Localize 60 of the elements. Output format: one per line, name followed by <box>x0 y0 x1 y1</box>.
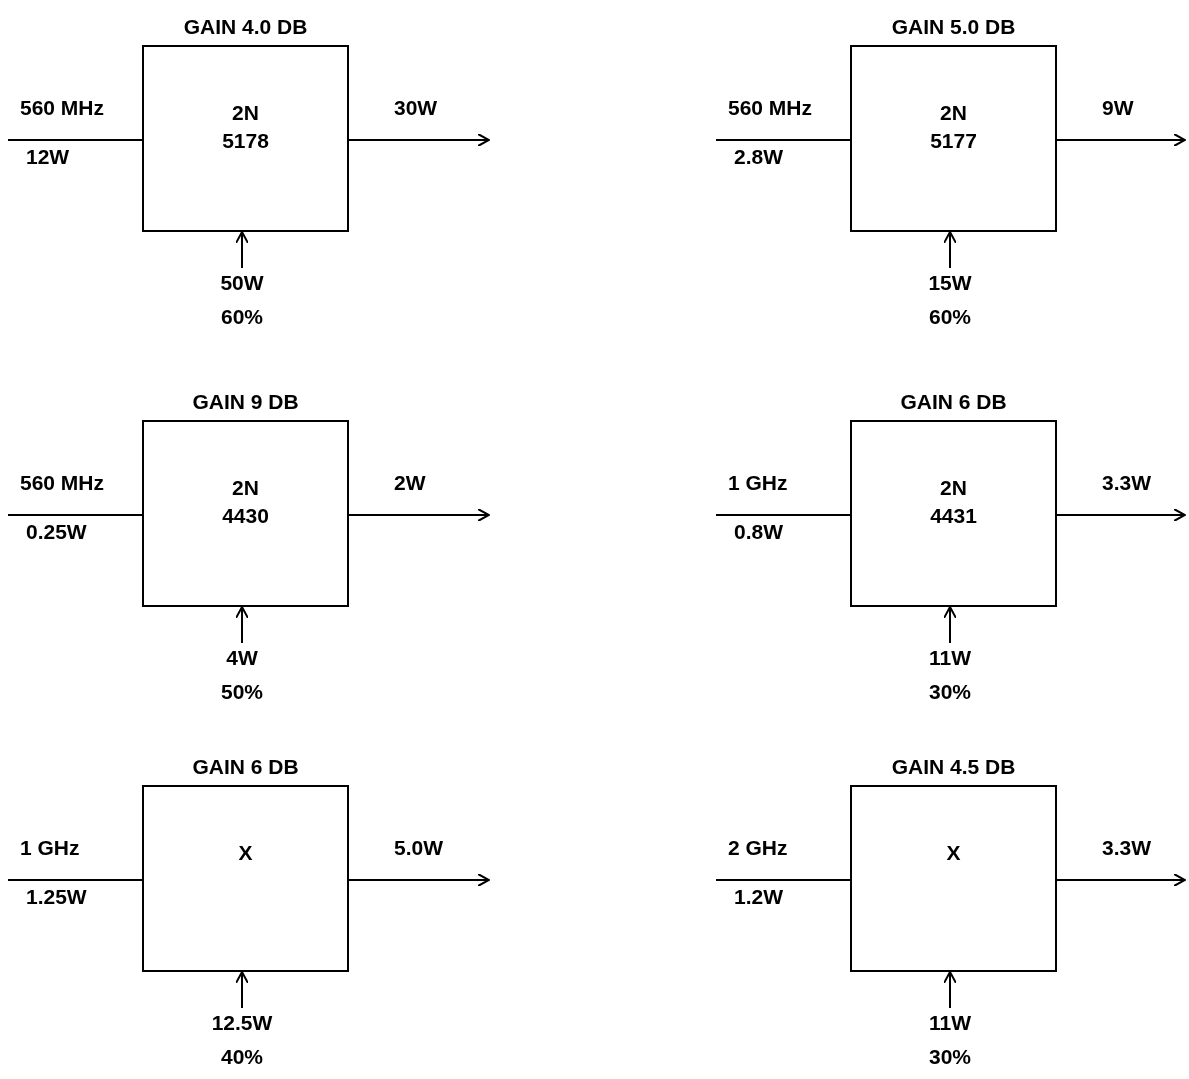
signal-label: 15W <box>928 270 972 296</box>
input-line <box>7 879 143 881</box>
signal-label: 30% <box>929 679 971 705</box>
transistor-label: 2N 5178 <box>221 100 270 154</box>
signal-label: 30W <box>394 95 438 121</box>
signal-label: 2 GHz <box>728 835 788 861</box>
gain-heading: GAIN 4.5 DB <box>890 754 1017 780</box>
arrow <box>348 508 490 522</box>
signal-label: 1 GHz <box>728 470 788 496</box>
arrow <box>1056 133 1186 147</box>
signal-label: 0.25W <box>26 519 87 545</box>
signal-label: 560 MHz <box>20 95 105 121</box>
input-line <box>7 514 143 516</box>
arrow <box>943 606 957 644</box>
input-line <box>715 879 851 881</box>
signal-label: 3.3W <box>1102 835 1151 861</box>
transistor-label: 2N 5177 <box>929 100 978 154</box>
transistor-label: 2N 4430 <box>221 475 270 529</box>
arrow <box>348 133 490 147</box>
signal-label: 5.0W <box>394 835 443 861</box>
signal-label: 60% <box>221 304 263 330</box>
arrow <box>235 606 249 644</box>
arrow <box>943 231 957 269</box>
input-line <box>715 139 851 141</box>
arrow <box>348 873 490 887</box>
arrow <box>1056 873 1186 887</box>
gain-heading: GAIN 4.0 DB <box>182 14 309 40</box>
gain-heading: GAIN 9 DB <box>191 389 300 415</box>
signal-label: 12W <box>26 144 70 170</box>
signal-label: 60% <box>929 304 971 330</box>
transistor-label: X <box>238 840 253 866</box>
signal-label: 1 GHz <box>20 835 80 861</box>
input-line <box>7 139 143 141</box>
signal-label: 560 MHz <box>20 470 105 496</box>
arrow <box>943 971 957 1009</box>
signal-label: 3.3W <box>1102 470 1151 496</box>
signal-label: 50W <box>220 270 264 296</box>
signal-label: 0.8W <box>734 519 783 545</box>
gain-heading: GAIN 6 DB <box>191 754 300 780</box>
input-line <box>715 514 851 516</box>
signal-label: 11W <box>929 1010 971 1036</box>
transistor-label: X <box>946 840 961 866</box>
signal-label: 4W <box>226 645 258 671</box>
transistor-label: 2N 4431 <box>929 475 978 529</box>
arrow <box>235 971 249 1009</box>
signal-label: 2.8W <box>734 144 783 170</box>
signal-label: 50% <box>221 679 263 705</box>
arrow <box>1056 508 1186 522</box>
signal-label: 1.2W <box>734 884 783 910</box>
signal-label: 30% <box>929 1044 971 1070</box>
gain-heading: GAIN 5.0 DB <box>890 14 1017 40</box>
signal-label: 2W <box>394 470 426 496</box>
signal-label: 1.25W <box>26 884 87 910</box>
gain-heading: GAIN 6 DB <box>899 389 1008 415</box>
signal-label: 40% <box>221 1044 263 1070</box>
signal-label: 9W <box>1102 95 1134 121</box>
signal-label: 560 MHz <box>728 95 813 121</box>
arrow <box>235 231 249 269</box>
signal-label: 11W <box>929 645 971 671</box>
signal-label: 12.5W <box>211 1010 273 1036</box>
